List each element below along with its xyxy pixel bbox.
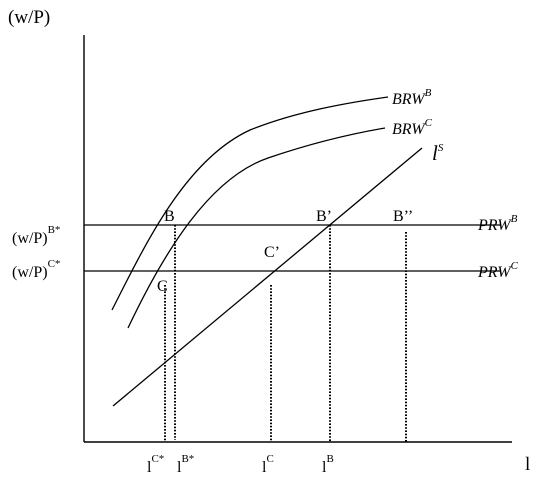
point-b-prime-label: B’ — [316, 208, 332, 225]
y-axis-label: (w/P) — [8, 7, 50, 28]
brw-c-label: BRWC — [392, 117, 433, 138]
labour-supply-label: lS — [432, 141, 444, 165]
point-b-label: B — [164, 208, 175, 225]
point-c-prime-label: C’ — [264, 244, 280, 261]
x-tick-lb: lB — [322, 453, 334, 476]
brw-b-curve — [111, 96, 389, 311]
point-c-label: C — [157, 278, 168, 295]
prw-b-label: PRWB — [477, 213, 518, 234]
prw-c-label: PRWC — [477, 260, 519, 281]
wage-level-b-label: (w/P)B* — [12, 224, 60, 247]
brw-b-label: BRWB — [392, 87, 432, 108]
x-tick-lc: lC — [262, 453, 274, 476]
x-axis-label: l — [525, 454, 530, 475]
wage-level-c-label: (w/P)C* — [12, 258, 60, 281]
x-tick-lc-star: lC* — [147, 453, 164, 476]
point-b-double-prime-label: B’’ — [393, 208, 413, 225]
x-tick-lb-star: lB* — [177, 453, 194, 476]
brw-c-curve — [127, 127, 386, 329]
labour-supply-line — [112, 147, 423, 407]
